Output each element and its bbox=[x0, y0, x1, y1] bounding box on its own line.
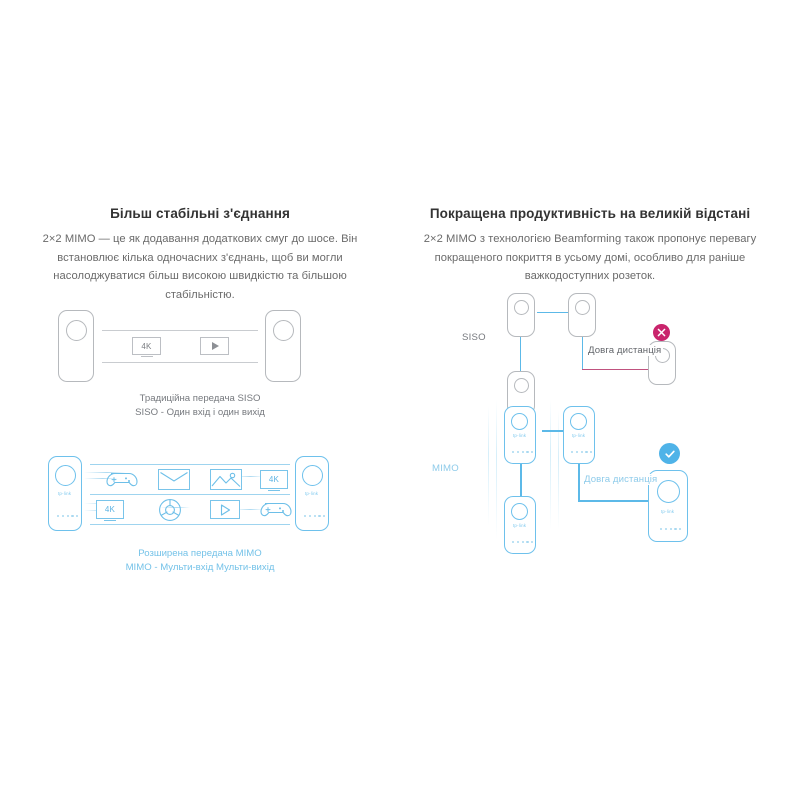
siso-network-diagram: SISO Довга дистанція bbox=[400, 285, 780, 420]
device-knob-icon bbox=[55, 465, 76, 486]
device-knob-icon bbox=[511, 413, 528, 430]
device-knob-icon bbox=[511, 503, 528, 520]
mimo-caption-line2: MIMO - Мульти-вхід Мульти-вихід bbox=[125, 562, 275, 573]
photo-icon bbox=[210, 469, 242, 490]
monitor-stand-icon bbox=[140, 355, 153, 358]
signal-glow bbox=[558, 410, 560, 530]
envelope-icon bbox=[158, 469, 190, 490]
siso-distance-label: Довга дистанція bbox=[586, 345, 664, 356]
wire-horizontal bbox=[537, 312, 582, 314]
wire-long-distance bbox=[578, 500, 658, 502]
device-led-indicators bbox=[304, 515, 326, 518]
mimo-node-b: tp-link bbox=[563, 406, 595, 464]
tp-link-logo: tp-link bbox=[58, 491, 72, 496]
speed-streak bbox=[235, 509, 263, 510]
speed-streak bbox=[160, 507, 190, 508]
mimo-network-diagram: MIMO tp-link tp-link tp-link bbox=[400, 400, 780, 585]
mimo-bottom-tile-4k-label: 4K bbox=[104, 505, 116, 514]
wire-horizontal bbox=[542, 430, 582, 432]
device-knob-icon bbox=[657, 480, 680, 503]
signal-glow bbox=[550, 400, 552, 530]
siso-node-b bbox=[568, 293, 596, 337]
device-knob-icon bbox=[570, 413, 587, 430]
device-knob-icon bbox=[66, 320, 87, 341]
play-icon bbox=[212, 342, 219, 350]
mimo-top-tile-4k-label: 4K bbox=[268, 475, 280, 484]
mimo-top-tile-4k: 4K bbox=[260, 470, 288, 492]
device-knob-icon bbox=[514, 300, 529, 315]
gamepad-icon bbox=[102, 469, 138, 490]
tp-link-logo: tp-link bbox=[572, 433, 586, 438]
tp-link-logo: tp-link bbox=[305, 491, 319, 496]
wire-vertical bbox=[520, 460, 522, 498]
wire-vertical bbox=[582, 335, 584, 370]
gamepad-icon bbox=[256, 499, 292, 520]
mimo-device-right: tp-link bbox=[295, 456, 329, 531]
siso-rail-bottom bbox=[102, 362, 258, 364]
device-led-indicators bbox=[571, 451, 593, 454]
device-led-indicators bbox=[57, 515, 79, 518]
mimo-rail-mid bbox=[90, 494, 290, 496]
wire-vertical bbox=[520, 335, 522, 373]
mimo-node-a: tp-link bbox=[504, 406, 536, 464]
siso-tile-0-label: 4K bbox=[141, 341, 152, 351]
speed-streak bbox=[84, 478, 118, 479]
mimo-device-left: tp-link bbox=[48, 456, 82, 531]
siso-device-right bbox=[265, 310, 301, 382]
mimo-distance-label: Довга дистанція bbox=[582, 474, 660, 485]
browser-icon bbox=[158, 498, 182, 522]
device-led-indicators bbox=[512, 541, 534, 544]
mimo-network-label: MIMO bbox=[432, 463, 459, 474]
mimo-rail-bottom bbox=[90, 524, 290, 526]
mimo-diagram: tp-link tp-link bbox=[10, 450, 390, 600]
play-icon bbox=[220, 503, 230, 516]
left-panel-title: Більш стабільні з'єднання bbox=[110, 206, 290, 221]
device-knob-icon bbox=[302, 465, 323, 486]
device-led-indicators bbox=[660, 528, 682, 531]
siso-caption-line1: Традиційна передача SISO bbox=[139, 393, 261, 404]
monitor-stand-icon bbox=[104, 519, 116, 522]
wire-vertical bbox=[578, 460, 580, 502]
mimo-caption-line1: Розширена передача MIMO bbox=[138, 548, 262, 559]
siso-device-left bbox=[58, 310, 94, 382]
wire-long-distance bbox=[582, 369, 654, 371]
siso-rail-top bbox=[102, 330, 258, 332]
cross-icon bbox=[653, 324, 670, 341]
tp-link-logo: tp-link bbox=[513, 523, 527, 528]
siso-node-a bbox=[507, 293, 535, 337]
signal-glow bbox=[488, 406, 490, 526]
speed-streak bbox=[235, 476, 263, 477]
mimo-rail-top bbox=[90, 464, 290, 466]
monitor-stand-icon bbox=[268, 489, 280, 492]
device-knob-icon bbox=[273, 320, 294, 341]
siso-network-label: SISO bbox=[462, 332, 486, 343]
right-panel-description: 2×2 MIMO з технологією Beamforming також… bbox=[423, 233, 757, 282]
tp-link-logo: tp-link bbox=[661, 509, 675, 514]
left-panel-description: 2×2 MIMO — це як додавання додаткових см… bbox=[42, 233, 358, 301]
signal-glow bbox=[496, 400, 498, 540]
check-icon bbox=[659, 443, 680, 464]
right-panel-title: Покращена продуктивність на великій відс… bbox=[429, 206, 751, 221]
mimo-node-remote: tp-link bbox=[648, 470, 688, 542]
siso-caption-line2: SISO - Один вхід і один вихід bbox=[135, 407, 265, 418]
siso-tile-1 bbox=[200, 337, 229, 355]
mimo-bottom-tile-4k: 4K bbox=[96, 500, 124, 522]
panel-stable-connections: Більш стабільні з'єднання 2×2 MIMO — це … bbox=[10, 205, 390, 605]
device-led-indicators bbox=[512, 451, 534, 454]
device-knob-icon bbox=[514, 378, 529, 393]
panel-long-range-performance: Покращена продуктивність на великій відс… bbox=[400, 205, 780, 605]
tp-link-logo: tp-link bbox=[513, 433, 527, 438]
mimo-bottom-tile-play bbox=[210, 500, 240, 519]
siso-diagram: 4K Традиційна передача SISO SISO - Один … bbox=[10, 300, 390, 430]
speed-streak bbox=[84, 472, 126, 473]
mimo-node-c: tp-link bbox=[504, 496, 536, 554]
device-knob-icon bbox=[575, 300, 590, 315]
siso-tile-0: 4K bbox=[132, 337, 161, 358]
